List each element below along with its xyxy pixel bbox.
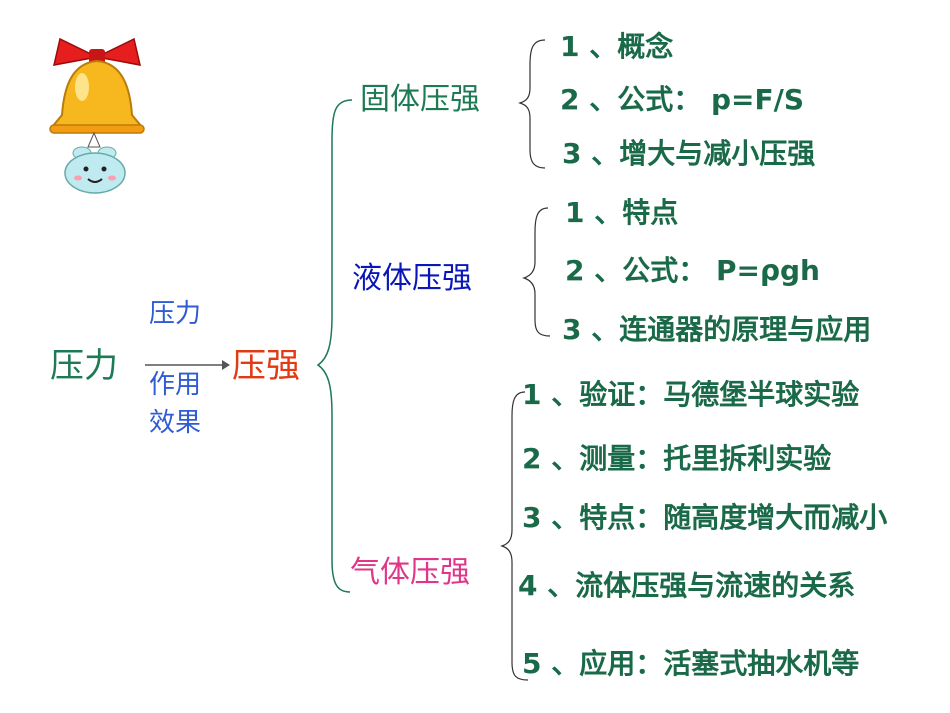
solid-item-concept: 1 、概念 — [560, 30, 674, 63]
relation-label-action: 作用 — [149, 370, 202, 400]
relation-label-effect: 效果 — [149, 408, 202, 438]
bell-mascot-icon — [49, 37, 145, 194]
gas-item-fluid-speed: 4 、流体压强与流速的关系 — [518, 569, 856, 602]
liquid-item-formula: 2 、公式： P=ρgh — [565, 254, 820, 287]
solid-item-increase-decrease: 3 、增大与减小压强 — [562, 137, 816, 170]
liquid-item-features: 1 、特点 — [565, 196, 679, 229]
branch-gas-pressure: 气体压强 — [350, 555, 470, 590]
gas-item-application: 5 、应用：活塞式抽水机等 — [522, 647, 860, 680]
relation-label-force: 压力 — [149, 299, 202, 329]
liquid-item-connected-vessels: 3 、连通器的原理与应用 — [562, 313, 872, 346]
solid-item-formula: 2 、公式： p=F/S — [560, 83, 805, 116]
center-node: 压强 — [232, 346, 300, 386]
gas-item-measurement: 2 、测量：托里拆利实验 — [522, 442, 832, 475]
branch-liquid-pressure: 液体压强 — [352, 261, 472, 296]
branch-solid-pressure: 固体压强 — [360, 82, 480, 117]
gas-item-characteristics: 3 、特点：随高度增大而减小 — [522, 501, 888, 534]
root-node: 压力 — [50, 346, 118, 386]
gas-item-verification: 1 、验证：马德堡半球实验 — [522, 378, 860, 411]
